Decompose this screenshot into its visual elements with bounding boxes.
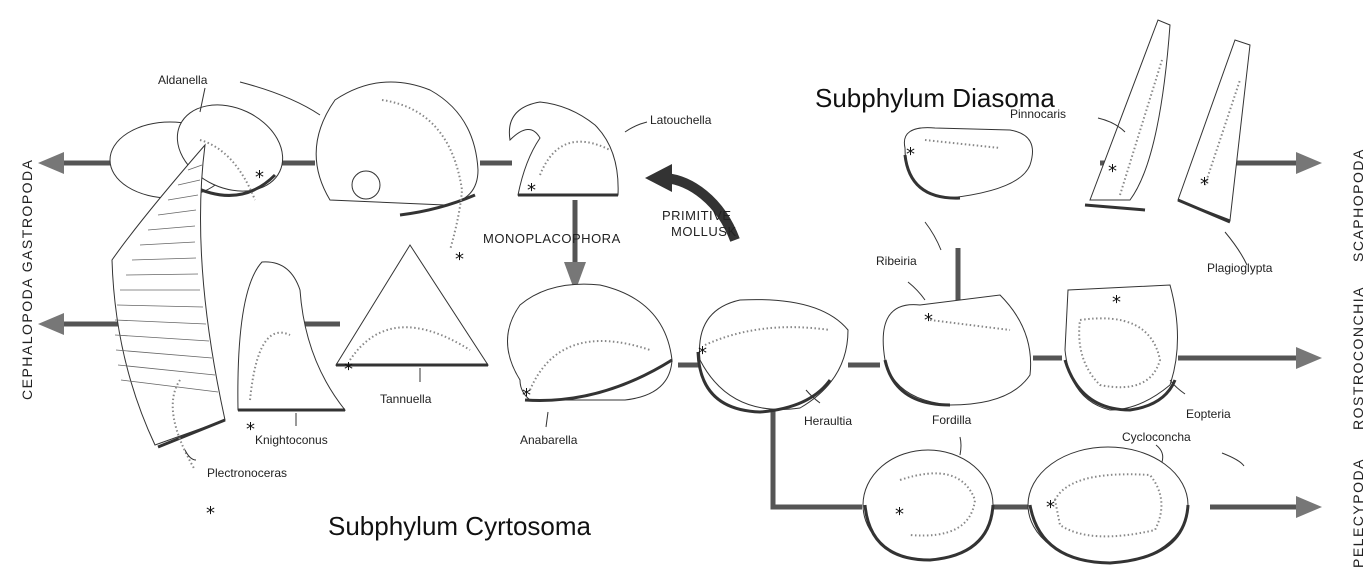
- origin-marker: *: [906, 144, 915, 165]
- label-primitive: PRIMITIVE: [662, 208, 732, 223]
- shell-eopteria: [1065, 285, 1178, 410]
- arrow-right-scaphopoda: [1296, 152, 1322, 174]
- label-plectronoceras: Plectronoceras: [207, 466, 287, 480]
- shell-ribeiria-bottom: [883, 295, 1030, 405]
- shell-pinnocaris: [1085, 20, 1170, 210]
- origin-marker: *: [522, 385, 531, 406]
- shell-ribeiria-top: [904, 128, 1032, 198]
- origin-marker: *: [1112, 292, 1121, 313]
- title-cyrtosoma: Subphylum Cyrtosoma: [328, 511, 592, 541]
- side-label-pelecypoda: PELECYPODA: [1350, 458, 1366, 568]
- origin-marker: *: [1046, 497, 1055, 518]
- origin-marker: *: [698, 343, 707, 364]
- arrow-left-cephalopoda: [38, 313, 64, 335]
- label-aldanella: Aldanella: [158, 73, 208, 87]
- label-tannuella: Tannuella: [380, 392, 432, 406]
- shell-aldanella-b: [316, 82, 478, 250]
- label-latouchella: Latouchella: [650, 113, 712, 127]
- origin-marker: *: [455, 249, 464, 270]
- label-plagioglypta: Plagioglypta: [1207, 261, 1273, 275]
- origin-marker: *: [206, 503, 215, 524]
- shell-anabarella: [508, 284, 673, 400]
- shell-knightoconus: [238, 262, 345, 410]
- shell-plagioglypta: [1178, 40, 1250, 222]
- origin-marker: *: [344, 359, 353, 380]
- shell-fordilla: [863, 450, 993, 560]
- label-mollusk: MOLLUSK: [671, 224, 737, 239]
- label-anabarella: Anabarella: [520, 433, 578, 447]
- label-heraultia: Heraultia: [804, 414, 852, 428]
- shell-latouchella: [509, 102, 618, 195]
- label-ribeiria: Ribeiria: [876, 254, 917, 268]
- arrow-right-pelecypoda: [1296, 496, 1322, 518]
- arrow-left-gastropoda: [38, 152, 64, 174]
- origin-marker: *: [895, 504, 904, 525]
- side-label-rostroconchia: ROSTROCONCHIA: [1350, 286, 1366, 430]
- origin-marker: *: [255, 167, 264, 188]
- shell-tannuella: [336, 245, 488, 365]
- origin-marker: *: [1200, 174, 1209, 195]
- origin-marker: *: [527, 180, 536, 201]
- origin-marker: *: [924, 310, 933, 331]
- label-pinnocaris: Pinnocaris: [1010, 107, 1066, 121]
- arrow-right-rostroconchia: [1296, 347, 1322, 369]
- label-cycloconcha: Cycloconcha: [1122, 430, 1191, 444]
- label-knightoconus: Knightoconus: [255, 433, 328, 447]
- label-monoplacophora: MONOPLACOPHORA: [483, 231, 621, 246]
- origin-marker: *: [1108, 161, 1117, 182]
- origin-marker: *: [246, 419, 255, 440]
- label-eopteria: Eopteria: [1186, 407, 1231, 421]
- side-label-scaphopoda: SCAPHOPODA: [1350, 148, 1366, 262]
- side-label-cephalopoda-gastropoda: CEPHALOPODA GASTROPODA: [19, 159, 35, 401]
- arrow-primitive-head: [645, 164, 672, 192]
- shell-heraultia: [698, 300, 848, 412]
- label-fordilla: Fordilla: [932, 413, 972, 427]
